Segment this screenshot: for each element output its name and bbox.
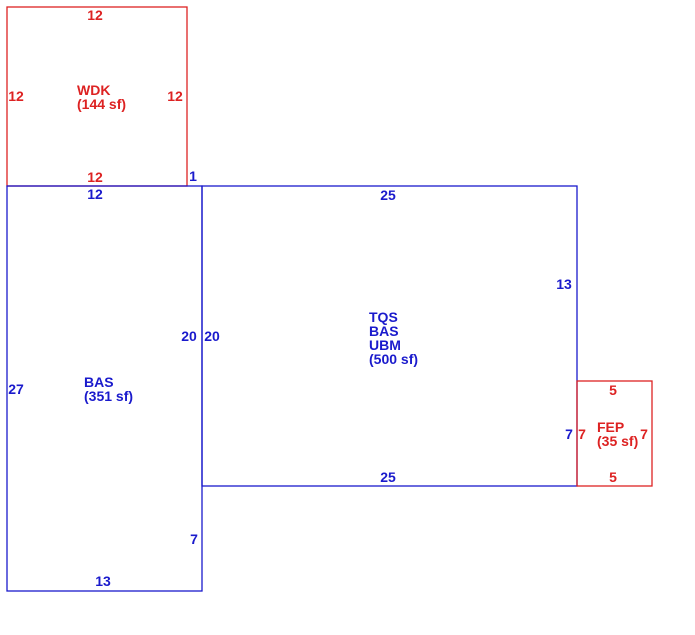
wdk-dim-left: 12 [8,88,24,104]
bas-left-dim-bottom: 13 [95,573,111,589]
bas-left-dim-right: 20 [181,328,197,344]
wdk-code: WDK [77,82,110,98]
wdk-dim-right: 12 [167,88,183,104]
fep-outline [576,380,653,487]
fep-dim-right: 7 [640,426,648,442]
main-dim-right: 13 [556,276,572,292]
bas-left-area: (351 sf) [84,388,133,404]
main-code-3: UBM [369,337,401,353]
fep-dim-top: 5 [609,382,617,398]
main-code-2: BAS [369,323,399,339]
main-dim-top: 25 [380,187,396,203]
wdk-dim-bottom: 12 [87,169,103,185]
main-dim-lower-right: 7 [565,426,573,442]
fep-area: (35 sf) [597,433,638,449]
main-area-outline [201,185,578,487]
bas-left-dim-step: 1 [189,168,197,184]
wdk-dim-top: 12 [87,7,103,23]
bas-left-code: BAS [84,374,114,390]
main-dim-bottom: 25 [380,469,396,485]
bas-left-dim-top: 12 [87,186,103,202]
fep-code: FEP [597,419,624,435]
bas-left-dim-lower-right: 7 [190,531,198,547]
fep-dim-bottom: 5 [609,469,617,485]
main-code-1: TQS [369,309,398,325]
wdk-area: (144 sf) [77,96,126,112]
main-area: (500 sf) [369,351,418,367]
bas-left-dim-left: 27 [8,381,24,397]
main-dim-left: 20 [204,328,220,344]
fep-dim-left: 7 [578,426,586,442]
